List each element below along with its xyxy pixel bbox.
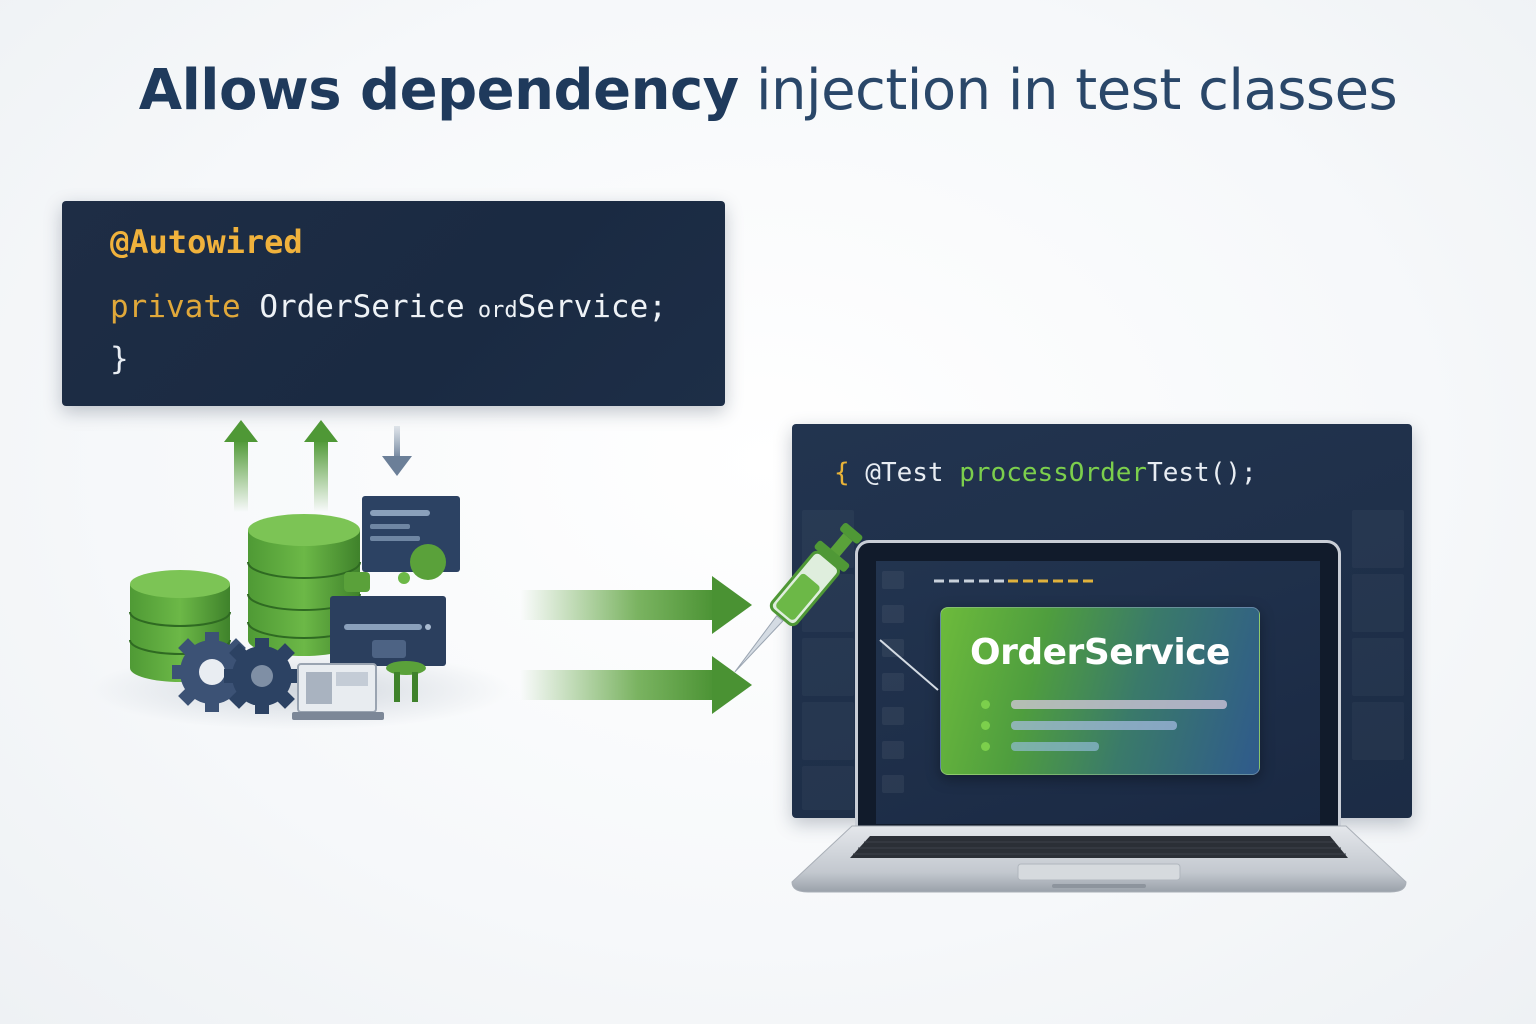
test-method-rest: Test(); xyxy=(1147,458,1257,488)
laptop-base xyxy=(791,825,1407,893)
card-line xyxy=(1011,721,1177,730)
autowired-code-block: @Autowired private OrderSerice ordServic… xyxy=(62,201,725,406)
arrow-up-icon xyxy=(224,420,258,512)
arrow-up-icon xyxy=(304,420,338,512)
arrow-down-icon xyxy=(382,426,412,476)
screen-sidebar-icon xyxy=(882,673,904,691)
title-light: injection in test classes xyxy=(738,58,1398,123)
screen-sidebar-icon xyxy=(882,707,904,725)
test-method-highlight: processOrder xyxy=(959,458,1148,488)
autowired-annotation: @Autowired xyxy=(110,223,303,261)
order-service-label: OrderService xyxy=(970,632,1230,673)
test-method-line: { @Test processOrderTest(); xyxy=(834,458,1257,488)
syringe-icon xyxy=(734,522,863,673)
order-service-card: OrderService xyxy=(940,607,1260,775)
field-name: Service; xyxy=(517,289,667,325)
card-bullet xyxy=(981,721,990,730)
screen-sidebar-icon xyxy=(882,741,904,759)
monitor-icon xyxy=(330,572,446,666)
private-keyword: private xyxy=(110,289,241,325)
card-line xyxy=(1011,742,1099,751)
field-declaration: private OrderSerice ordService; xyxy=(110,289,667,325)
screen-sidebar-icon xyxy=(882,775,904,793)
screen-sidebar-icon xyxy=(882,605,904,623)
screen-sidebar-icon xyxy=(882,639,904,657)
monitor-icon xyxy=(362,496,460,584)
field-type: OrderSerice xyxy=(240,289,465,325)
arrow-right-icon xyxy=(520,656,752,714)
card-bullet xyxy=(981,742,990,751)
screen-sidebar-icon xyxy=(882,571,904,589)
test-bracket: { xyxy=(834,458,850,488)
card-bullet xyxy=(981,700,990,709)
mini-laptop-icon xyxy=(292,663,384,720)
card-line xyxy=(1011,700,1227,709)
closing-brace: } xyxy=(110,341,129,377)
trackpad xyxy=(1017,863,1181,881)
stool-icon xyxy=(386,661,426,702)
gear-icon xyxy=(224,638,300,714)
page-title: Allows dependency injection in test clas… xyxy=(0,58,1536,123)
field-prefix: ord xyxy=(464,298,518,323)
arrow-right-icon xyxy=(520,576,752,634)
test-annotation: @Test xyxy=(849,458,960,488)
title-bold: Allows dependency xyxy=(138,58,739,123)
